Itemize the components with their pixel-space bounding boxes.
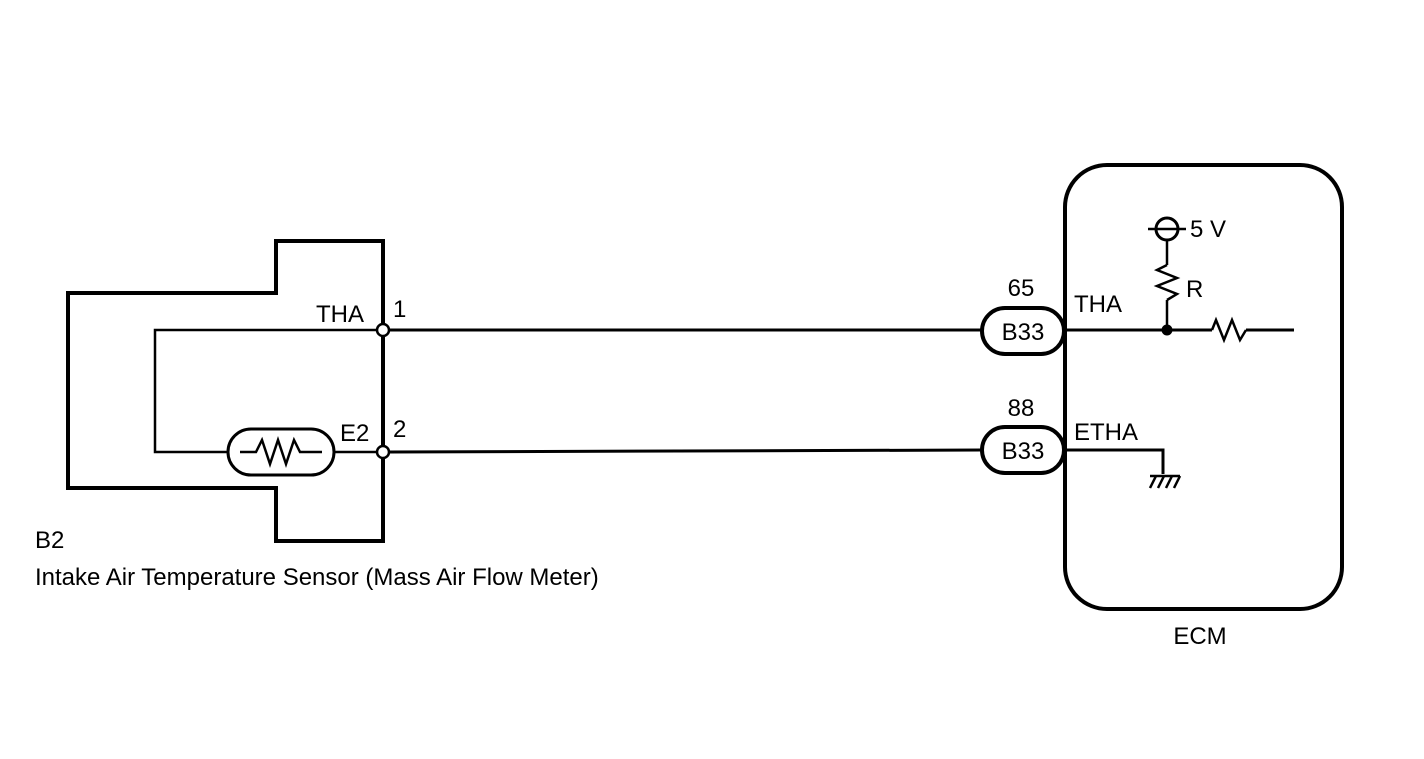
sensor-id: B2 — [35, 527, 64, 554]
sensor-pin-1-name: THA — [316, 301, 364, 328]
ecm-signal-etha: ETHA — [1074, 419, 1138, 446]
sensor-internal-wire — [153, 328, 383, 454]
sensor-pin-2-number: 2 — [393, 416, 406, 443]
sensor-pin-1-number: 1 — [393, 296, 406, 323]
thermistor-resistor-icon — [240, 436, 322, 468]
supply-voltage-label: 5 V — [1190, 216, 1226, 243]
connector-65-code: B33 — [1002, 319, 1045, 346]
sensor-housing — [66, 239, 385, 543]
ecm-input-resistor-icon — [1210, 316, 1248, 344]
ecm-label: ECM — [1173, 623, 1226, 650]
ground-icon — [1148, 474, 1182, 489]
ecm-signal-tha: THA — [1074, 291, 1122, 318]
terminal-2 — [375, 444, 391, 460]
connector-88-pin: 88 — [1008, 395, 1035, 422]
pullup-resistor-label: R — [1186, 276, 1203, 303]
terminal-1 — [375, 322, 391, 338]
ecm-etha-line — [1064, 448, 1165, 474]
connector-65-pin: 65 — [1008, 275, 1035, 302]
wire-etha — [388, 448, 983, 454]
sensor-name: Intake Air Temperature Sensor (Mass Air … — [35, 564, 599, 591]
connector-88-code: B33 — [1002, 438, 1045, 465]
sensor-pin-2-name: E2 — [340, 420, 369, 447]
ecm-box — [1063, 163, 1344, 611]
pullup-resistor-icon — [1153, 263, 1181, 302]
